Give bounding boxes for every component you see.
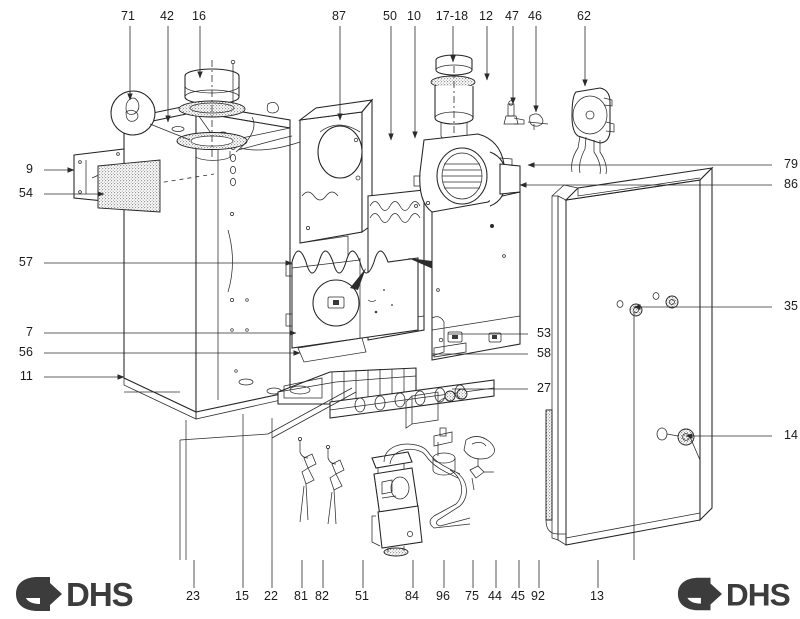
callout-label-81: 81 [293, 589, 309, 603]
callout-label-13: 13 [589, 589, 605, 603]
callout-label-57: 57 [18, 255, 33, 269]
wire-harness [235, 102, 301, 153]
air-filter [97, 159, 161, 213]
hardware-46 [527, 113, 549, 130]
callout-label-35: 35 [784, 299, 799, 313]
callout-label-12: 12 [478, 9, 494, 23]
callout-label-53: 53 [537, 326, 552, 340]
callout-label-87: 87 [331, 9, 347, 23]
callout-label-15: 15 [234, 589, 250, 603]
dhs-logo-bottom-left: DHS [14, 574, 134, 614]
callout-label-14: 14 [784, 428, 799, 442]
callout-label-22: 22 [263, 589, 279, 603]
callout-label-10: 10 [406, 9, 422, 23]
callout-label-9: 9 [25, 162, 33, 176]
ignition-electrodes [298, 437, 345, 525]
callout-label-62: 62 [576, 9, 592, 23]
dhs-logo-mark-left: DHS [16, 576, 134, 613]
callout-label-42: 42 [159, 9, 175, 23]
callout-label-82: 82 [314, 589, 330, 603]
callout-label-71: 71 [120, 9, 136, 23]
gas-piping-fittings [429, 427, 495, 529]
callout-label-54: 54 [18, 186, 33, 200]
callout-label-84: 84 [404, 589, 420, 603]
hardware-47 [503, 100, 525, 125]
inducer-blower-assembly [413, 54, 521, 213]
callout-label-86: 86 [784, 177, 799, 191]
pressure-switch [571, 87, 615, 175]
callout-label-46: 46 [527, 9, 543, 23]
vest-panel-87 [298, 98, 374, 256]
callout-label-58: 58 [537, 346, 552, 360]
door-knob-upper [652, 292, 679, 309]
callout-label-92: 92 [530, 589, 546, 603]
callout-label-17-18: 17-18 [435, 9, 469, 23]
detail-circle-upper-left [110, 90, 191, 141]
front-door-panels [545, 166, 714, 546]
callout-label-96: 96 [435, 589, 451, 603]
callout-label-75: 75 [464, 589, 480, 603]
callout-label-27: 27 [537, 381, 552, 395]
burner-bank [179, 367, 495, 441]
callout-label-50: 50 [382, 9, 398, 23]
gas-valve [371, 443, 461, 557]
dhs-logo-mark-right: DHS [677, 577, 791, 613]
callout-label-45: 45 [510, 589, 526, 603]
flue-collar-assembly [176, 59, 248, 161]
callout-label-44: 44 [487, 589, 503, 603]
callout-label-56: 56 [18, 345, 33, 359]
callout-label-79: 79 [784, 157, 799, 171]
main-cabinet-body [123, 103, 291, 420]
dhs-logo-bottom-right: DHS [676, 574, 791, 614]
callout-label-11: 11 [19, 369, 33, 383]
svg-text:DHS: DHS [726, 577, 790, 613]
base-frame-lines [124, 391, 273, 560]
callout-label-47: 47 [504, 9, 520, 23]
callout-label-23: 23 [185, 589, 201, 603]
detail-circle-heat-exchanger-left [312, 268, 366, 327]
callout-leader-lines [44, 26, 772, 588]
callout-label-16: 16 [191, 9, 207, 23]
inner-right-panel [431, 191, 521, 361]
callout-label-51: 51 [354, 589, 370, 603]
svg-text:DHS: DHS [66, 576, 133, 613]
callout-label-7: 7 [25, 325, 33, 339]
